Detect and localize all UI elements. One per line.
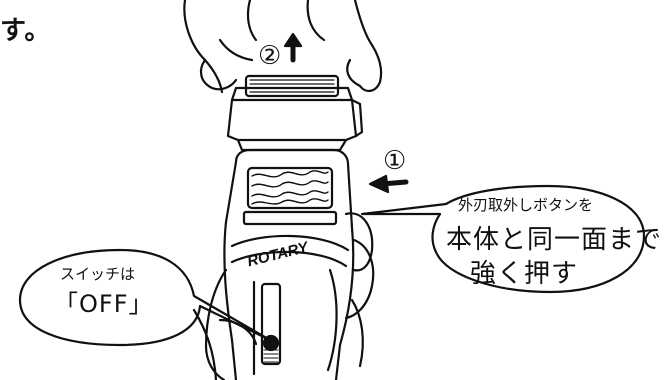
callout-left-line2: 「OFF」: [54, 290, 154, 318]
callout-right-line2: 本体と同一面まで: [446, 225, 663, 255]
arrow-left-icon: [368, 174, 409, 194]
callout-bubble-right: [360, 184, 646, 294]
callout-left-line1: スイッチは: [60, 265, 136, 283]
brand-label: ROTARY: [246, 238, 312, 270]
step-2-marker: ②: [258, 41, 281, 71]
upper-hand: [183, 0, 383, 94]
callout-right-line3: 強く押す: [470, 259, 579, 289]
step-1-marker: ①: [383, 146, 406, 176]
top-left-text: す。: [0, 16, 52, 46]
callout-right-line1: 外刃取外しボタンを: [458, 196, 594, 214]
lower-hands: [192, 212, 375, 380]
arrow-up-icon: [283, 32, 303, 63]
shaver-body: [223, 148, 355, 380]
callout-bubble-left: [18, 248, 272, 347]
outer-blade-frame: [226, 74, 364, 152]
